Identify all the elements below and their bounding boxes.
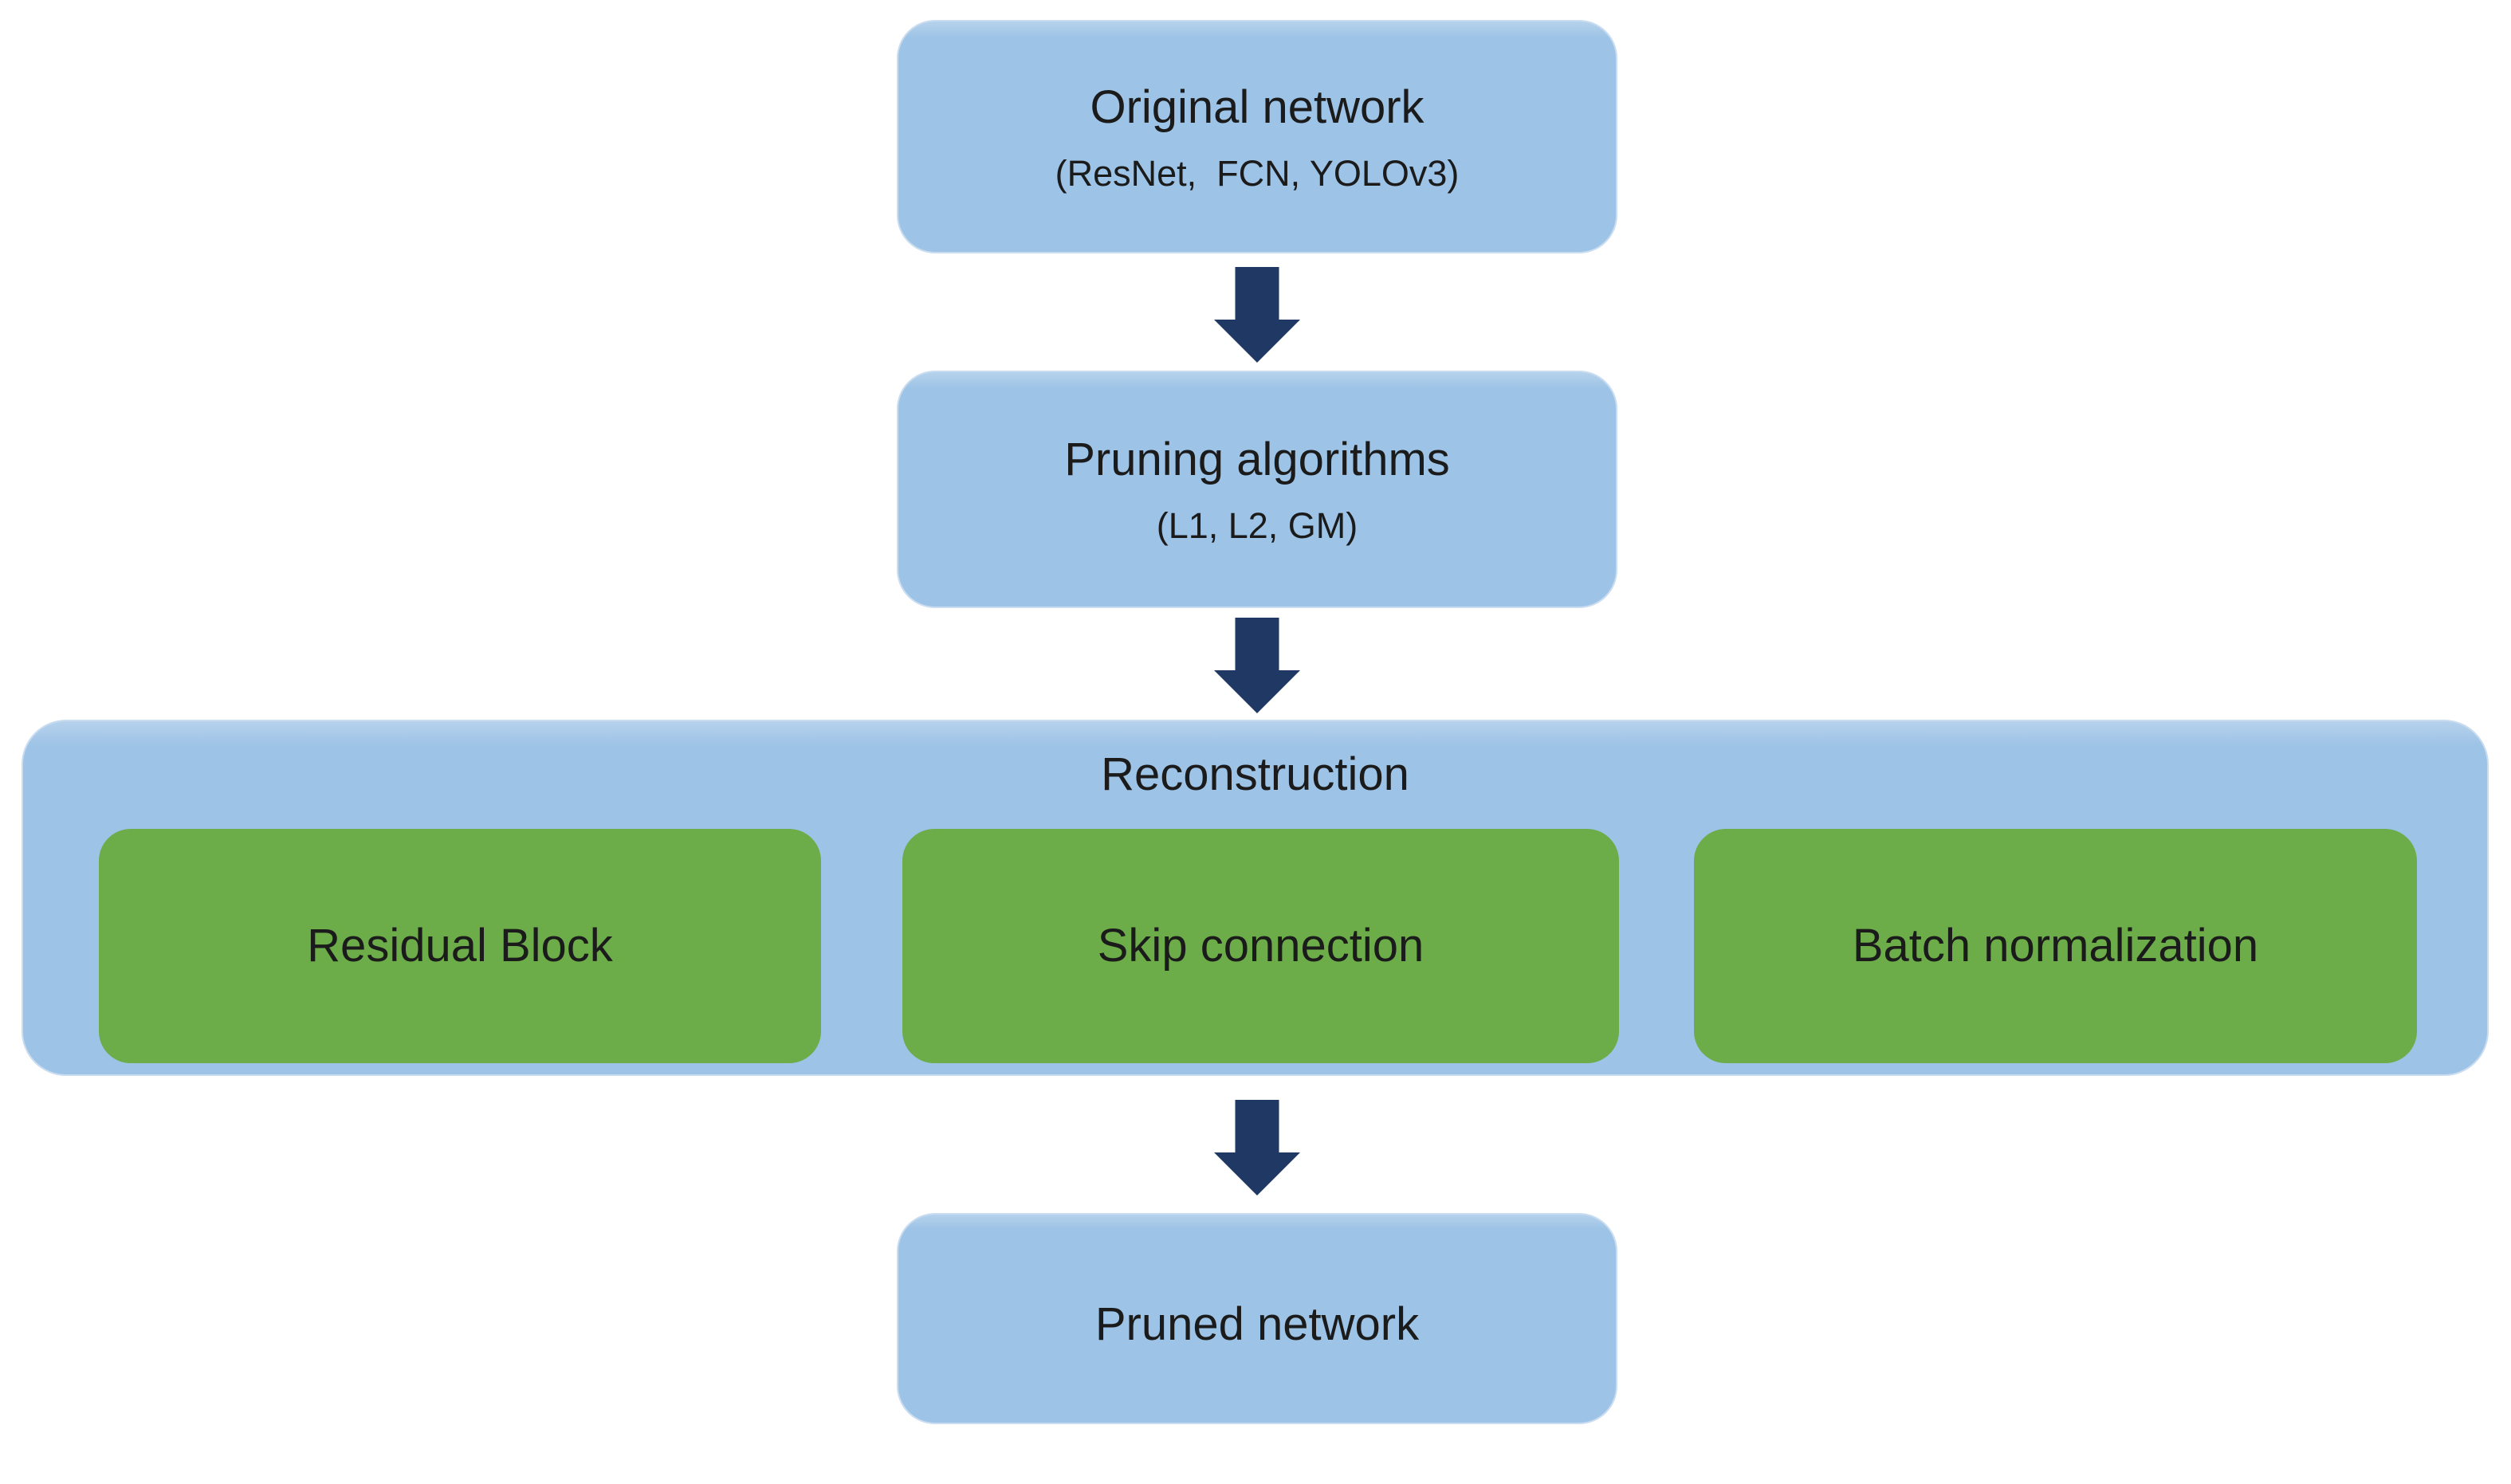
node-title: Pruned network [1094,1298,1420,1350]
node-label: Residual Block [307,920,613,972]
node-skip-connection: Skip connection [902,829,1619,1063]
node-original-network: Original network (ResNet, FCN, YOLOv3) [897,20,1617,253]
down-arrow-icon [1214,267,1300,363]
down-arrow-icon [1214,618,1300,713]
down-arrow-icon [1214,1100,1300,1195]
node-label: Skip connection [1097,920,1424,972]
down-arrow-shape [1214,1100,1300,1195]
node-label: Batch normalization [1852,920,2259,972]
node-batch-normalization: Batch normalization [1694,829,2417,1063]
node-title: Original network [1090,80,1424,133]
down-arrow-shape [1214,618,1300,713]
node-pruning-algorithms: Pruning algorithms (L1, L2, GM) [897,371,1617,608]
node-residual-block: Residual Block [99,829,821,1063]
node-title: Pruning algorithms [1064,434,1450,485]
reconstruction-title: Reconstruction [1101,748,1409,800]
node-subtitle: (L1, L2, GM) [1156,505,1358,546]
node-subtitle: (ResNet, FCN, YOLOv3) [1055,152,1460,194]
down-arrow-shape [1214,267,1300,363]
node-reconstruction: Reconstruction Residual Block Skip conne… [22,720,2489,1076]
node-pruned-network: Pruned network [897,1213,1617,1424]
